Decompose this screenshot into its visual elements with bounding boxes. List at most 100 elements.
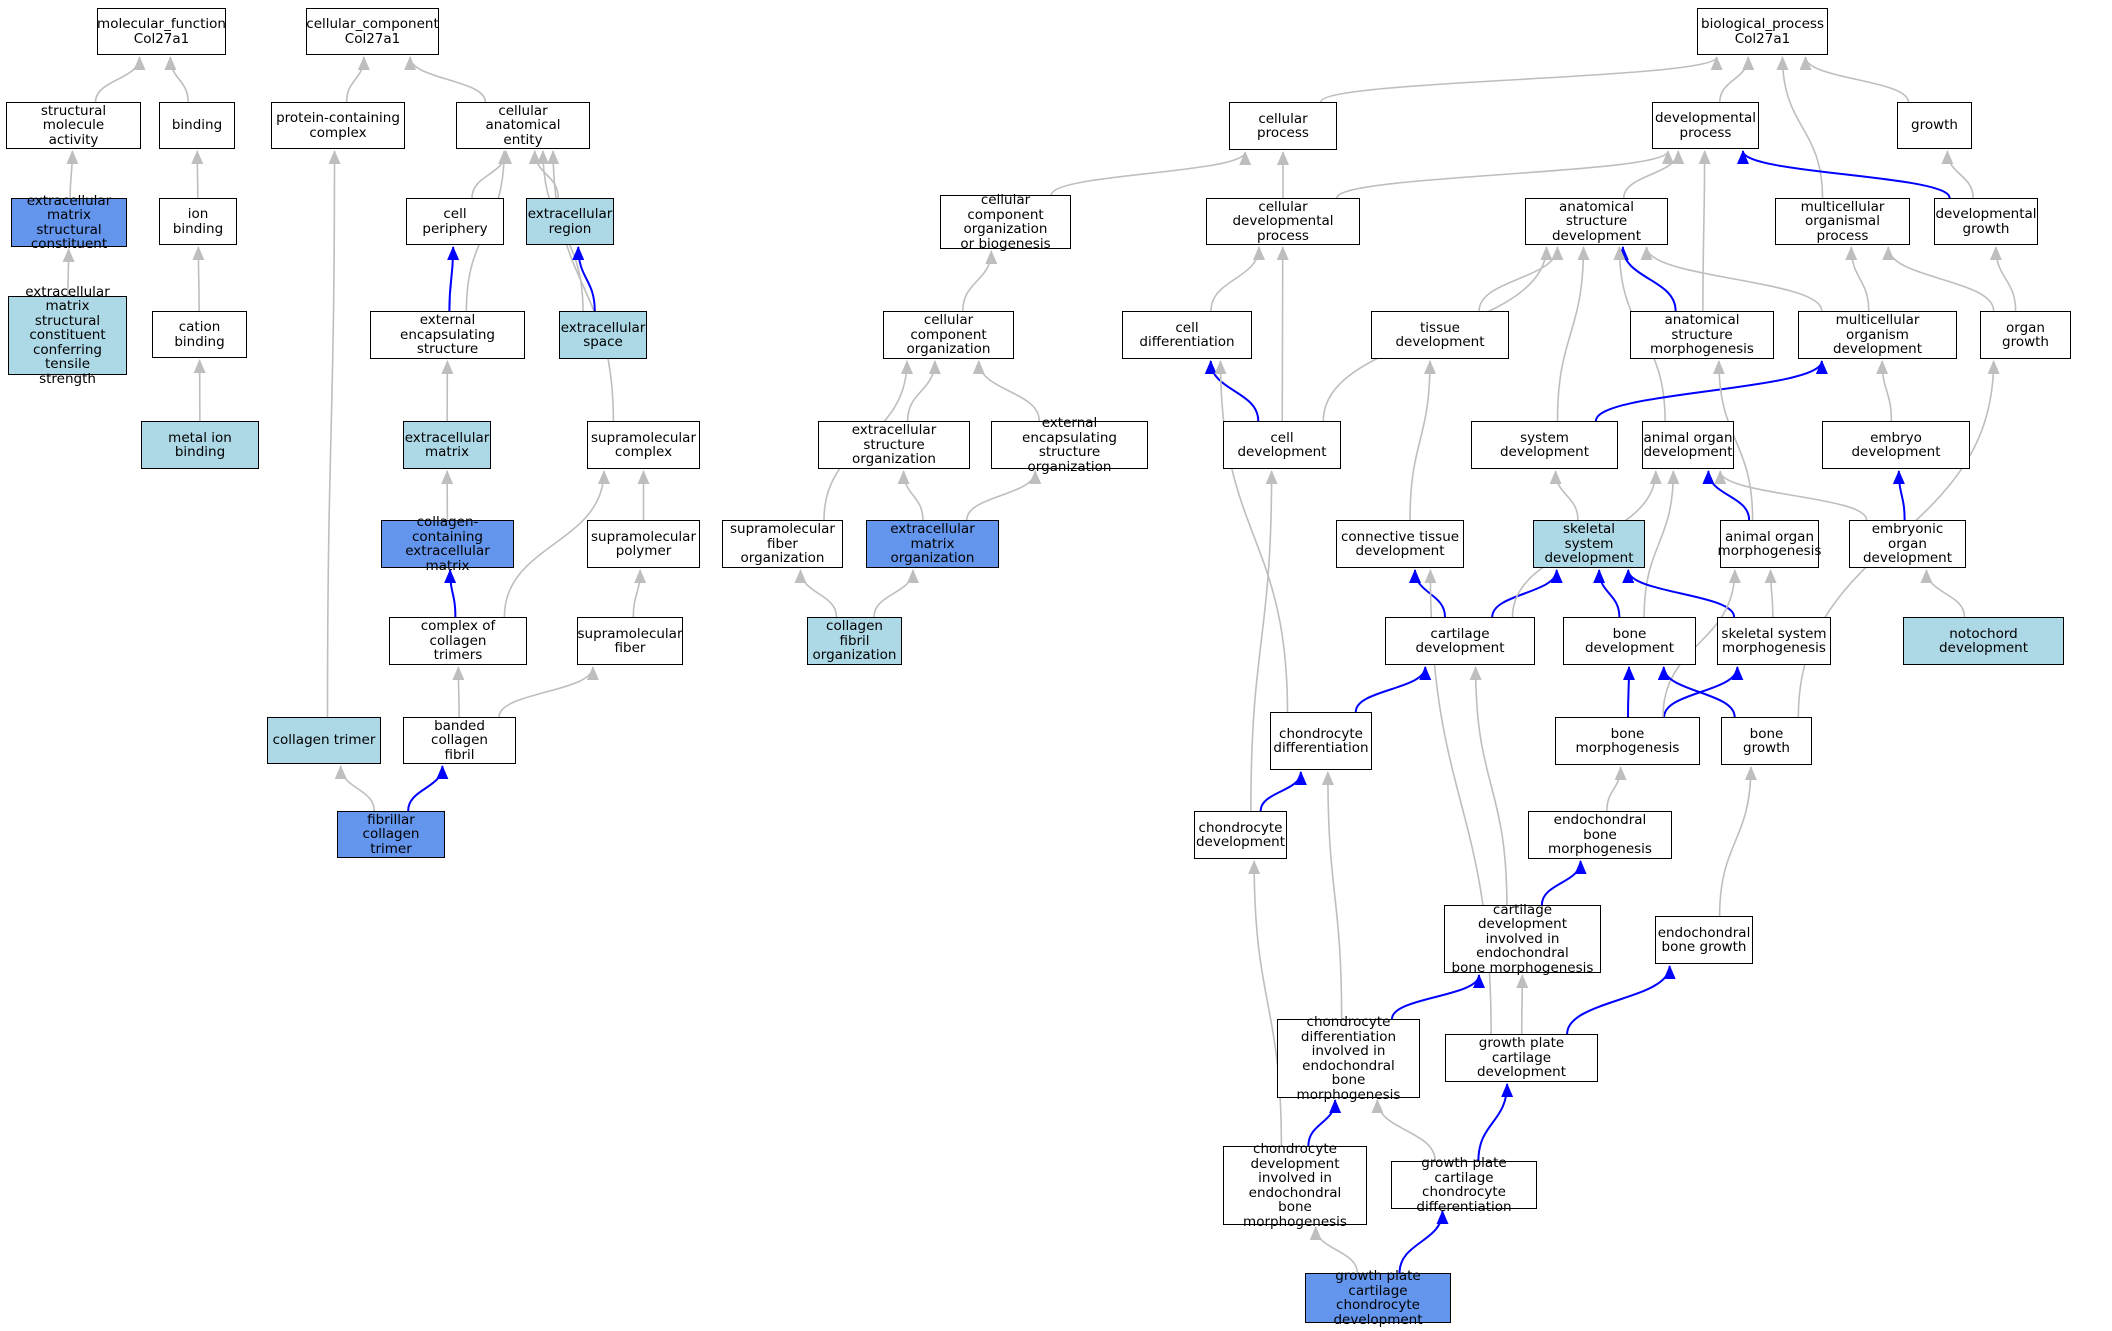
edge-organ-growth-to-dev-growth xyxy=(1989,246,2017,312)
go-term-cell-dev-proc[interactable]: cellular developmental process xyxy=(1206,198,1360,245)
go-term-ecm[interactable]: extracellular matrix xyxy=(403,421,491,469)
edge-gp-chondro-dev-to-chondro-dev-endo xyxy=(1309,1226,1359,1274)
go-term-complex-coll[interactable]: complex of collagen trimers xyxy=(389,617,527,665)
go-term-cell-proc[interactable]: cellular process xyxy=(1229,102,1337,150)
edge-endo-bone-growth-to-bone-growth xyxy=(1718,766,1757,917)
go-term-supramol-fiber[interactable]: supramolecular fiber xyxy=(577,617,683,665)
edge-ec-space-to-ec-region xyxy=(572,246,596,312)
go-term-ext-encaps-org[interactable]: external encapsulating structure organiz… xyxy=(991,416,1148,474)
edge-cation-binding-to-ion-binding xyxy=(192,246,205,312)
edge-notochord-to-embryonic-organ-dev xyxy=(1920,569,1966,618)
go-term-system-dev[interactable]: system development xyxy=(1471,421,1618,469)
go-term-cc-root[interactable]: cellular_component Col27a1 xyxy=(306,8,439,55)
go-term-gp-cart-dev[interactable]: growth plate cartilage development xyxy=(1445,1034,1598,1082)
go-term-fib-coll-trimer[interactable]: fibrillar collagen trimer xyxy=(337,811,445,858)
go-term-embryonic-organ-dev[interactable]: embryonic organ development xyxy=(1849,520,1966,568)
go-term-supramol-fiber-org[interactable]: supramolecular fiber organization xyxy=(722,520,843,568)
go-term-struct-mol[interactable]: structural molecule activity xyxy=(6,102,141,149)
go-term-chondro-diff-endo[interactable]: chondrocyte differentiation involved in … xyxy=(1277,1015,1420,1102)
edge-skel-morph-to-animal-organ-morph xyxy=(1764,569,1777,618)
go-term-animal-organ-morph[interactable]: animal organ morphogenesis xyxy=(1718,520,1821,568)
edge-embryo-dev-to-multi-dev xyxy=(1876,360,1893,422)
go-term-endo-bone-morph[interactable]: endochondral bone morphogenesis xyxy=(1528,811,1672,859)
edge-ion-binding-to-binding xyxy=(191,150,204,199)
edge-system-dev-to-anat-dev xyxy=(1556,246,1590,422)
go-term-cell-diff[interactable]: cell differentiation xyxy=(1122,311,1252,359)
go-term-multi-proc[interactable]: multicellular organismal process xyxy=(1775,198,1910,245)
go-term-ec-region[interactable]: extracellular region xyxy=(526,198,614,245)
go-term-bone-dev[interactable]: bone development xyxy=(1563,617,1696,665)
go-term-ecm-struct[interactable]: extracellular matrix structural constitu… xyxy=(11,193,127,251)
edge-ecm-tensile-to-ecm-struct xyxy=(62,248,75,297)
go-term-metal-ion[interactable]: metal ion binding xyxy=(141,421,259,469)
go-term-embryo-dev[interactable]: embryo development xyxy=(1822,421,1970,469)
go-term-dev-growth[interactable]: developmental growth xyxy=(1934,198,2038,245)
edge-coll-trimer-to-protein-complex xyxy=(326,150,341,718)
go-term-supramol-polymer[interactable]: supramolecular polymer xyxy=(587,520,700,568)
go-term-bone-morph[interactable]: bone morphogenesis xyxy=(1555,717,1700,765)
go-term-ct-dev[interactable]: connective tissue development xyxy=(1336,520,1464,568)
go-term-gp-chondro-diff[interactable]: growth plate cartilage chondrocyte diffe… xyxy=(1391,1156,1537,1214)
edge-chondro-diff-to-cart-dev xyxy=(1354,666,1432,713)
go-term-protein-complex[interactable]: protein-containing complex xyxy=(271,102,405,149)
go-term-supramol-complex[interactable]: supramolecular complex xyxy=(587,421,700,469)
go-term-bp-root[interactable]: biological_process Col27a1 xyxy=(1697,8,1828,55)
go-term-ecm-tensile[interactable]: extracellular matrix structural constitu… xyxy=(8,285,127,386)
go-term-binding[interactable]: binding xyxy=(159,102,235,149)
go-term-coll-trimer[interactable]: collagen trimer xyxy=(267,717,381,764)
go-term-cco[interactable]: cellular component organization xyxy=(883,311,1014,359)
go-term-cell-periph[interactable]: cell periphery xyxy=(406,198,504,245)
go-term-cell-anat[interactable]: cellular anatomical entity xyxy=(456,102,590,149)
go-term-multi-dev[interactable]: multicellular organism development xyxy=(1798,311,1957,359)
edge-skel-morph-to-skel-dev xyxy=(1622,569,1736,618)
go-term-notochord[interactable]: notochord development xyxy=(1903,617,2064,665)
edge-chondro-diff-to-cell-diff xyxy=(1214,360,1289,713)
go-term-chondro-dev-endo[interactable]: chondrocyte development involved in endo… xyxy=(1223,1142,1367,1229)
edge-cell-proc-to-bp-root xyxy=(1320,56,1723,103)
edge-gp-chondro-diff-to-gp-cart-dev xyxy=(1477,1083,1514,1162)
go-term-tissue-dev[interactable]: tissue development xyxy=(1371,311,1509,359)
edge-cell-anat-to-cc-root xyxy=(404,56,487,103)
edge-complex-coll-to-supramol-complex xyxy=(503,470,610,618)
edge-anat-morph-to-dev-proc xyxy=(1698,150,1711,312)
go-term-dev-proc[interactable]: developmental process xyxy=(1652,102,1759,149)
go-term-ext-encaps[interactable]: external encapsulating structure xyxy=(370,311,525,359)
go-term-ec-struct-org[interactable]: extracellular structure organization xyxy=(818,421,970,469)
go-term-anat-dev[interactable]: anatomical structure development xyxy=(1525,198,1668,245)
go-term-growth[interactable]: growth xyxy=(1897,102,1972,149)
edge-cart-endo-to-endo-bone-morph xyxy=(1540,860,1587,906)
go-term-banded[interactable]: banded collagen fibril xyxy=(403,717,516,764)
edge-system-dev-to-multi-dev xyxy=(1594,360,1828,422)
edge-gp-cart-dev-to-cart-endo xyxy=(1516,974,1529,1035)
go-term-chondro-dev[interactable]: chondrocyte development xyxy=(1194,811,1287,859)
go-term-organ-growth[interactable]: organ growth xyxy=(1980,311,2071,359)
go-term-ion-binding[interactable]: ion binding xyxy=(159,198,237,245)
edge-dev-growth-to-dev-proc xyxy=(1737,150,1951,199)
go-term-animal-organ-dev[interactable]: animal organ development xyxy=(1642,421,1734,469)
edge-anat-morph-to-anat-dev xyxy=(1616,246,1677,312)
go-term-cart-dev[interactable]: cartilage development xyxy=(1385,617,1535,665)
go-term-bone-growth[interactable]: bone growth xyxy=(1721,717,1812,765)
go-term-cation-binding[interactable]: cation binding xyxy=(152,311,247,358)
go-term-coll-fibril-org[interactable]: collagen fibril organization xyxy=(807,617,902,665)
go-term-anat-morph[interactable]: anatomical structure morphogenesis xyxy=(1630,311,1774,359)
edge-bone-morph-to-animal-organ-morph xyxy=(1662,569,1741,718)
go-term-cart-endo[interactable]: cartilage development involved in endoch… xyxy=(1444,903,1601,975)
go-term-gp-chondro-dev[interactable]: growth plate cartilage chondrocyte devel… xyxy=(1305,1269,1451,1327)
go-term-skel-dev[interactable]: skeletal system development xyxy=(1533,520,1645,568)
go-term-coll-ecm[interactable]: collagen-containing extracellular matrix xyxy=(381,515,514,573)
edge-gp-cart-dev-to-endo-bone-growth xyxy=(1566,965,1676,1035)
go-term-ccob[interactable]: cellular component organization or bioge… xyxy=(940,193,1071,251)
edge-ec-region-to-cell-anat xyxy=(528,150,560,199)
go-term-chondro-diff[interactable]: chondrocyte differentiation xyxy=(1270,712,1372,770)
go-term-endo-bone-growth[interactable]: endochondral bone growth xyxy=(1655,916,1753,964)
edge-coll-fibril-org-to-supramol-fiber-org xyxy=(794,569,838,618)
go-term-mf-root[interactable]: molecular_function Col27a1 xyxy=(97,8,226,55)
edge-bone-dev-to-animal-organ-dev xyxy=(1643,470,1680,618)
go-term-ecm-org[interactable]: extracellular matrix organization xyxy=(866,520,999,568)
go-term-skel-morph[interactable]: skeletal system morphogenesis xyxy=(1717,617,1831,665)
edge-endo-bone-morph-to-bone-morph xyxy=(1606,766,1627,812)
go-term-ec-space[interactable]: extracellular space xyxy=(559,311,647,359)
go-term-cell-dev[interactable]: cell development xyxy=(1223,421,1341,469)
edge-ecm-org-to-ec-struct-org xyxy=(897,470,924,521)
